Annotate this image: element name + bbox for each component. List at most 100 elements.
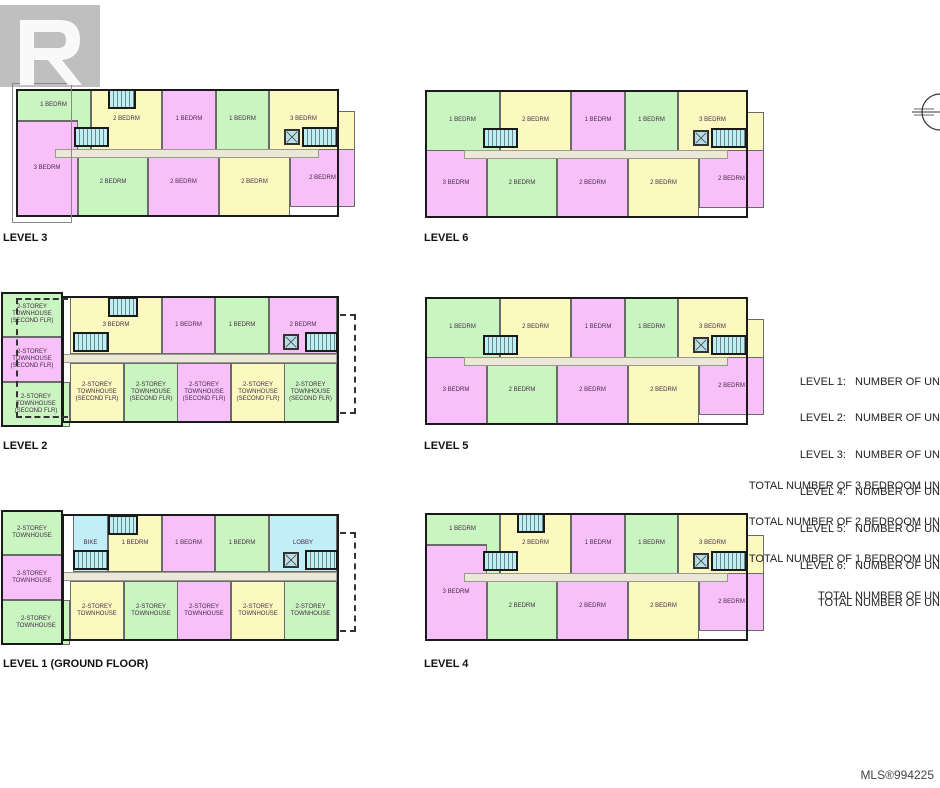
- stair-icon: [711, 551, 747, 571]
- unit-room: 2 BEDRM: [628, 150, 699, 217]
- unit-room: 3 BEDRM: [425, 357, 487, 424]
- bedroom-summary: TOTAL NUMBER OF 3 BEDROOM UN TOTAL NUMBE…: [749, 455, 940, 615]
- stair-icon: [73, 332, 109, 352]
- unit-room: 1 BEDRM: [162, 89, 216, 150]
- unit-room: 3 BEDRM: [425, 150, 487, 217]
- unit-room: 2 BEDRM: [487, 357, 557, 424]
- unit-room: 2 BEDRM: [628, 357, 699, 424]
- unit-room: 1 BEDRM: [625, 297, 678, 358]
- unit-room: 3 BEDRM: [425, 545, 487, 640]
- unit-room: 2-STOREY TOWNHOUSE (SECOND FLR): [2, 292, 62, 337]
- unit-room: 1 BEDRM: [162, 297, 215, 354]
- elevator-icon: [283, 552, 299, 568]
- unit-room: 2 BEDRM: [148, 149, 219, 216]
- unit-room: 1 BEDRM: [216, 89, 269, 150]
- unit-room: 1 BEDRM: [162, 515, 215, 572]
- unit-room: 2 BEDRM: [699, 357, 764, 415]
- unit-room: 1 BEDRM: [16, 89, 91, 121]
- unit-room: 2-STOREY TOWNHOUSE (SECOND FLR): [70, 363, 124, 422]
- level-3-title: LEVEL 3: [3, 232, 48, 244]
- stair-icon: [483, 128, 518, 148]
- unit-room: 2 BEDRM: [290, 149, 355, 207]
- unit-room: 2 BEDRM: [699, 573, 764, 631]
- unit-room: 2 BEDRM: [557, 150, 628, 217]
- unit-room: 2 BEDRM: [78, 149, 148, 216]
- unit-room: 2-STOREY TOWNHOUSE: [2, 510, 62, 555]
- unit-room: 1 BEDRM: [425, 513, 500, 545]
- stair-icon: [108, 89, 136, 109]
- unit-room: 2 BEDRM: [487, 573, 557, 640]
- unit-room: 2-STOREY TOWNHOUSE (SECOND FLR): [177, 363, 231, 422]
- stair-icon: [73, 550, 109, 570]
- elevator-icon: [693, 337, 709, 353]
- summary-line: LEVEL 4: NUMBER OF UN: [799, 486, 940, 499]
- unit-room: 2 BEDRM: [628, 573, 699, 640]
- unit-room: 1 BEDRM: [215, 515, 269, 572]
- unit-room: 1 BEDRM: [215, 297, 269, 354]
- unit-room: 1 BEDRM: [625, 90, 678, 151]
- elevator-icon: [693, 130, 709, 146]
- stair-icon: [74, 127, 109, 147]
- stair-icon: [517, 513, 545, 533]
- summary-line: TOTAL NUMBER OF UN: [817, 596, 940, 609]
- unit-count-summary: LEVEL 1: NUMBER OF UN LEVEL 2: NUMBER OF…: [800, 351, 940, 622]
- stair-icon: [711, 335, 747, 355]
- summary-line: LEVEL 1: NUMBER OF UN: [799, 375, 940, 388]
- level-4-title: LEVEL 4: [424, 658, 469, 670]
- corridor: [55, 149, 319, 158]
- unit-room: 2-STOREY TOWNHOUSE (SECOND FLR): [2, 382, 70, 427]
- unit-room: 3 BEDRM: [16, 121, 78, 216]
- elevator-icon: [283, 334, 299, 350]
- future-phase-outline: [340, 532, 356, 632]
- unit-room: 2 BEDRM: [557, 357, 628, 424]
- corridor: [464, 150, 728, 159]
- unit-room: 1 BEDRM: [571, 90, 625, 151]
- unit-room: 2-STOREY TOWNHOUSE: [124, 581, 178, 640]
- unit-room-extension: [337, 111, 355, 151]
- unit-room-extension: [746, 319, 764, 359]
- summary-line: LEVEL 5: NUMBER OF UN: [799, 523, 940, 536]
- unit-room: 2-STOREY TOWNHOUSE (SECOND FLR): [284, 363, 337, 422]
- unit-room: 2-STOREY TOWNHOUSE (SECOND FLR): [124, 363, 178, 422]
- stair-icon: [302, 127, 338, 147]
- stair-icon: [483, 551, 518, 571]
- realtor-watermark-logo: [0, 5, 100, 87]
- corridor: [62, 572, 337, 581]
- unit-room-extension: [746, 112, 764, 152]
- unit-room: 1 BEDRM: [571, 513, 625, 574]
- mls-number: MLS®994225: [860, 768, 934, 782]
- unit-room: 2-STOREY TOWNHOUSE: [284, 581, 337, 640]
- level-5-title: LEVEL 5: [424, 440, 469, 452]
- unit-room: 2-STOREY TOWNHOUSE: [177, 581, 231, 640]
- unit-room: 2-STOREY TOWNHOUSE: [70, 581, 124, 640]
- summary-line: LEVEL 6: NUMBER OF UN: [799, 560, 940, 573]
- summary-line: TOTAL NUMBER OF 1 BEDROOM UN: [748, 553, 940, 566]
- elevator-icon: [693, 553, 709, 569]
- level-6-title: LEVEL 6: [424, 232, 469, 244]
- unit-room: 2 BEDRM: [557, 573, 628, 640]
- unit-room: 2 BEDRM: [487, 150, 557, 217]
- stair-icon: [108, 297, 138, 317]
- unit-room: 2 BEDRM: [219, 149, 290, 216]
- future-phase-outline: [340, 314, 356, 414]
- north-arrow-icon: [912, 93, 940, 131]
- unit-room: 2-STOREY TOWNHOUSE (SECOND FLR): [2, 337, 62, 382]
- summary-line: TOTAL NUMBER OF 3 BEDROOM UN: [748, 479, 940, 492]
- level-1-title: LEVEL 1 (GROUND FLOOR): [3, 658, 149, 670]
- unit-room: 1 BEDRM: [571, 297, 625, 358]
- summary-line: TOTAL NUMBER OF 2 BEDROOM UN: [748, 516, 940, 529]
- stair-icon: [483, 335, 518, 355]
- unit-room: 2-STOREY TOWNHOUSE: [2, 555, 62, 600]
- elevator-icon: [284, 129, 300, 145]
- corridor: [464, 573, 728, 582]
- stair-icon: [108, 515, 138, 535]
- stair-icon: [305, 550, 338, 570]
- summary-line: LEVEL 2: NUMBER OF UN: [799, 412, 940, 425]
- level-2-title: LEVEL 2: [3, 440, 48, 452]
- unit-room: 2 BEDRM: [699, 150, 764, 208]
- stair-icon: [305, 332, 338, 352]
- unit-room: 2-STOREY TOWNHOUSE: [2, 600, 70, 645]
- summary-line: LEVEL 3: NUMBER OF UN: [799, 449, 940, 462]
- unit-room: 2-STOREY TOWNHOUSE (SECOND FLR): [231, 363, 285, 422]
- corridor: [464, 357, 728, 366]
